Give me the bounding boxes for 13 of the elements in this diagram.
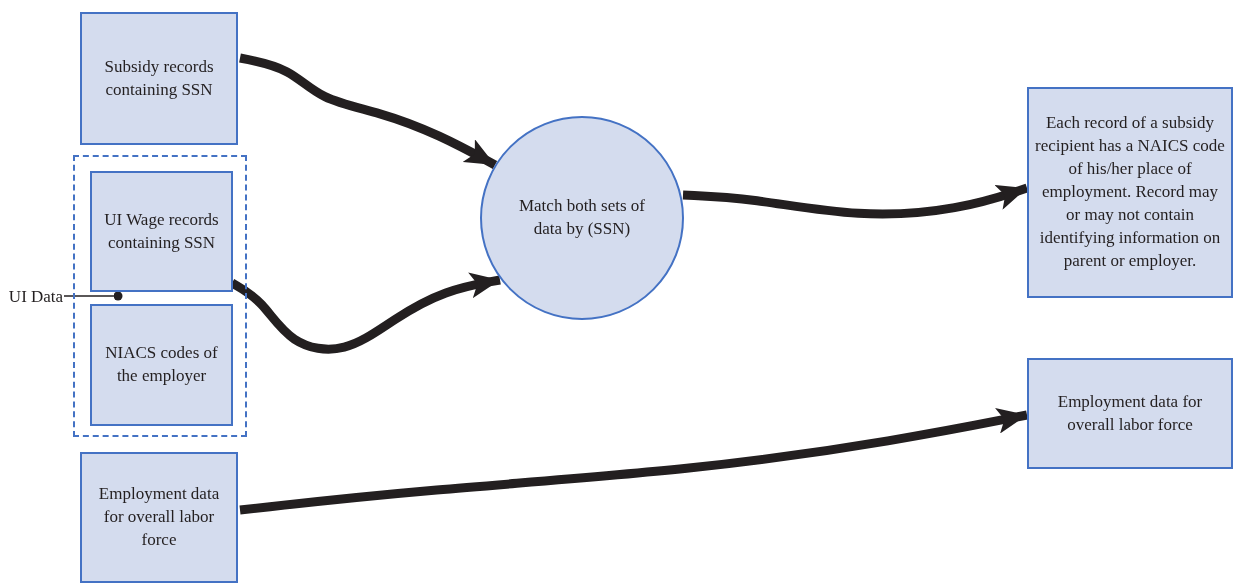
leader-line <box>63 291 123 301</box>
dashed-group-box <box>73 155 247 437</box>
process-box: Subsidy records containing SSN <box>80 12 238 145</box>
arrow <box>239 53 498 169</box>
arrow <box>682 183 1029 219</box>
process-box: Each record of a subsidy recipient has a NAICS code of his/her place of employment. Record may or may not contain identifying information on parent or employer. <box>1027 87 1233 298</box>
arrow <box>239 408 1028 515</box>
process-box: UI Wage records containing SSN <box>90 171 233 292</box>
process-box: NIACS codes of the employer <box>90 304 233 426</box>
process-box: Employment data for overall labor force <box>80 452 238 583</box>
process-circle: Match both sets of data by (SSN) <box>480 116 684 320</box>
process-box: Employment data for overall labor force <box>1027 358 1233 469</box>
text-label: UI Data <box>8 286 64 308</box>
